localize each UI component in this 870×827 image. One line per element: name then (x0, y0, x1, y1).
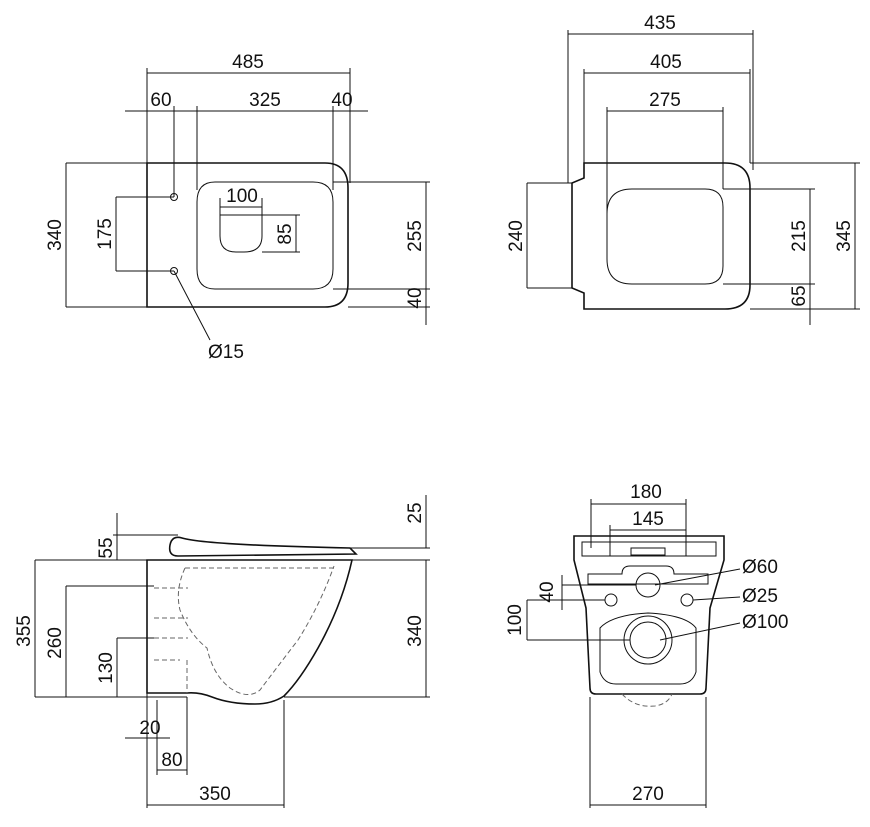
dim-base-width: 270 (632, 784, 664, 805)
dim-opening-width: 100 (226, 186, 258, 207)
dim-overall-width: 340 (45, 219, 66, 251)
fixing-hole-right (680, 593, 694, 607)
dim-overall-length: 485 (232, 52, 264, 73)
dim-seat-height: 55 (96, 537, 117, 558)
dim-front-offset: 40 (331, 90, 352, 111)
dim-wall-gap: 20 (139, 718, 160, 739)
dim-inlet-diameter: Ø60 (742, 557, 778, 578)
rear-frame (587, 565, 709, 585)
dim-fixing-diameter: Ø25 (742, 586, 778, 607)
dim-depth: 350 (199, 784, 231, 805)
dim-opening-depth: 85 (275, 223, 296, 244)
dim-outlet-offset: 80 (161, 750, 182, 771)
plan-view-left: 485 60 325 40 340 175 100 85 255 40 Ø15 (45, 52, 430, 363)
dim-total-height: 355 (14, 615, 35, 647)
dim-inlet-height: 260 (45, 627, 66, 659)
seat-hinge (630, 547, 666, 556)
dim-bowl-height: 340 (405, 615, 426, 647)
fixing-hole-left (604, 593, 618, 607)
dim-seat-length: 405 (650, 52, 682, 73)
dim-outer-width: 180 (630, 482, 662, 503)
internal-trap (177, 565, 335, 695)
dim-total-length: 435 (644, 13, 676, 34)
bowl-side-outline (146, 559, 353, 705)
dim-rim-margin: 40 (405, 287, 426, 308)
dim-rear-offset: 60 (150, 90, 171, 111)
dim-outlet-height: 130 (96, 652, 117, 684)
rear-outline (573, 535, 725, 695)
dim-opening-length: 275 (649, 90, 681, 111)
bowl-rim (196, 181, 334, 290)
seat-rear-edge (581, 541, 717, 557)
dim-mount-width: 240 (506, 220, 527, 252)
side-view: 25 55 355 340 260 130 20 80 350 (14, 495, 430, 808)
plan-view-right: 435 405 275 240 215 345 65 (506, 13, 860, 325)
outlet-surround (599, 612, 697, 685)
dim-outlet-height-rear: 100 (505, 604, 526, 636)
rear-view: 180 145 Ø60 Ø25 Ø100 40 100 270 (505, 482, 788, 808)
bowl-outline (146, 162, 349, 308)
dim-opening-width-right: 215 (789, 220, 810, 252)
dim-seat-width: 345 (834, 220, 855, 252)
dim-bowl-length: 325 (249, 90, 281, 111)
dim-fixing-spacing: 175 (95, 218, 116, 250)
outlet-ring (623, 615, 673, 665)
seat-lid (168, 536, 358, 557)
dim-bowl-width: 255 (405, 220, 426, 252)
dim-fixing-height: 40 (537, 581, 558, 602)
dim-front-margin: 65 (789, 285, 810, 306)
dim-seat-thickness: 25 (405, 502, 426, 523)
dim-outlet-diameter: Ø100 (742, 612, 788, 633)
bowl-bottom (621, 693, 673, 707)
dim-inner-width: 145 (632, 509, 664, 530)
bowl-opening (219, 214, 263, 253)
dim-fixing-hole: Ø15 (208, 342, 244, 363)
seat-outline (571, 162, 751, 310)
seat-opening (606, 188, 724, 285)
